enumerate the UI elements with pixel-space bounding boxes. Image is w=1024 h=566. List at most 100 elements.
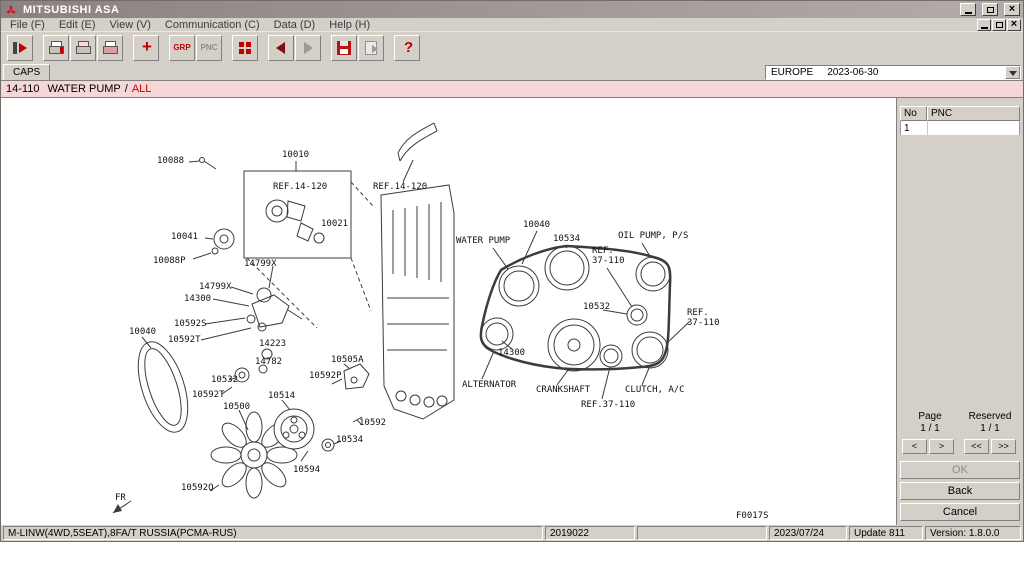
window-title: MITSUBISHI ASA (23, 4, 954, 16)
close-icon[interactable] (1004, 3, 1020, 16)
add-icon (138, 40, 154, 56)
part-label[interactable]: 10041 (171, 232, 198, 242)
part-label[interactable]: 10021 (321, 219, 348, 229)
cancel-button[interactable]: Cancel (900, 503, 1020, 521)
part-label[interactable]: 14300 (498, 348, 525, 358)
mdi-minimize-icon[interactable] (977, 19, 991, 31)
page-label: Page (900, 411, 960, 423)
row-no: 1 (901, 121, 928, 135)
part-label[interactable]: 10532 (583, 302, 610, 312)
part-label[interactable]: 10592S (174, 319, 207, 329)
tab-row: CAPS EUROPE 2023-06-30 (1, 63, 1023, 80)
part-label[interactable]: REF.14-120 (273, 182, 327, 192)
save-icon (337, 41, 351, 55)
part-label[interactable]: 14799X (199, 282, 232, 292)
restore-icon[interactable] (982, 3, 998, 16)
print-list-button[interactable] (97, 35, 123, 61)
part-label[interactable]: 14223 (259, 339, 286, 349)
part-label[interactable]: 10505A (331, 355, 364, 365)
menu-view[interactable]: View (V) (103, 18, 158, 32)
tab-caps[interactable]: CAPS (3, 64, 50, 80)
breadcrumb-separator: / (125, 83, 128, 95)
scope-link[interactable]: ALL (132, 83, 152, 95)
mdi-close-icon[interactable] (1007, 19, 1021, 31)
part-label[interactable]: OIL PUMP, P/S (618, 231, 688, 241)
chevron-down-icon[interactable] (1005, 66, 1020, 79)
breadcrumb: 14-110 WATER PUMP / ALL (1, 80, 1023, 97)
part-label[interactable]: 10088P (153, 256, 186, 266)
part-label[interactable]: FR (115, 493, 126, 503)
minimize-icon[interactable] (960, 3, 976, 16)
status-update: Update 811 (849, 526, 923, 540)
part-label[interactable]: 10010 (282, 150, 309, 160)
part-label[interactable]: 10592 (359, 418, 386, 428)
part-label[interactable]: CLUTCH, A/C (625, 385, 685, 395)
part-label[interactable]: 10532 (211, 375, 238, 385)
part-label[interactable]: 10534 (336, 435, 363, 445)
part-label[interactable]: 10592P (309, 371, 342, 381)
save-button[interactable] (331, 35, 357, 61)
part-label[interactable]: 14782 (255, 357, 282, 367)
menu-edit[interactable]: Edit (E) (52, 18, 103, 32)
status-version: Version: 1.8.0.0 (925, 526, 1021, 540)
page-value: 1 / 1 (900, 423, 960, 435)
part-label[interactable]: 10040 (523, 220, 550, 230)
print-button[interactable] (43, 35, 69, 61)
add-button[interactable] (133, 35, 159, 61)
part-label[interactable]: WATER PUMP (456, 236, 510, 246)
part-label[interactable]: 14799X (244, 259, 277, 269)
exit-icon (12, 41, 28, 55)
grp-button[interactable]: GRP (169, 35, 195, 61)
pnc-label: PNC (201, 43, 218, 52)
reserved-last-button[interactable]: >> (991, 439, 1016, 454)
section-name: WATER PUMP (47, 83, 120, 95)
part-label[interactable]: 10594 (293, 465, 320, 475)
menu-help[interactable]: Help (H) (322, 18, 377, 32)
help-button[interactable] (394, 35, 420, 61)
part-label[interactable]: REF.37-110 (581, 400, 635, 410)
arrow-left-icon (273, 41, 289, 55)
back-button[interactable]: Back (900, 482, 1020, 500)
part-label[interactable]: REF.14-120 (373, 182, 427, 192)
part-label[interactable]: 10592T (192, 390, 225, 400)
part-label[interactable]: 10534 (553, 234, 580, 244)
pnc-button: PNC (196, 35, 222, 61)
ok-button: OK (900, 461, 1020, 479)
printer-icon (48, 40, 64, 55)
reserved-label: Reserved (960, 411, 1020, 423)
region-date: 2023-06-30 (827, 67, 878, 78)
back-nav-button[interactable] (268, 35, 294, 61)
part-label[interactable]: REF. 37-110 (687, 308, 720, 328)
mdi-controls (976, 19, 1023, 31)
status-date: 2023/07/24 (769, 526, 847, 540)
column-header-pnc: PNC (927, 106, 1020, 121)
part-label[interactable]: 10514 (268, 391, 295, 401)
page-next-button[interactable]: > (929, 439, 954, 454)
page-prev-button[interactable]: < (902, 439, 927, 454)
part-label[interactable]: CRANKSHAFT (536, 385, 590, 395)
right-panel: No PNC 1 Page 1 / 1 Reserved 1 / 1 (896, 98, 1023, 525)
mdi-restore-icon[interactable] (992, 19, 1006, 31)
menu-file[interactable]: File (F) (3, 18, 52, 32)
grid-button[interactable] (232, 35, 258, 61)
print-preview-button[interactable] (70, 35, 96, 61)
part-label[interactable]: ALTERNATOR (462, 380, 516, 390)
part-label[interactable]: REF. 37-110 (592, 246, 625, 266)
reserved-info: Reserved 1 / 1 (960, 411, 1020, 435)
menu-data[interactable]: Data (D) (267, 18, 323, 32)
menu-communication[interactable]: Communication (C) (158, 18, 267, 32)
part-label[interactable]: 14300 (184, 294, 211, 304)
part-label[interactable]: 10500 (223, 402, 250, 412)
status-model: M-LINW(4WD,5SEAT),8FA/T RUSSIA(PCMA-RUS) (3, 526, 543, 540)
part-label[interactable]: 10592T (168, 335, 201, 345)
part-label[interactable]: 10088 (157, 156, 184, 166)
part-label[interactable]: 10040 (129, 327, 156, 337)
table-row[interactable]: 1 (900, 121, 1020, 135)
part-label[interactable]: 10592Q (181, 483, 214, 493)
region-dropdown[interactable]: EUROPE 2023-06-30 (765, 65, 1021, 80)
reserved-first-button[interactable]: << (964, 439, 989, 454)
grid-icon (237, 40, 253, 56)
exit-button[interactable] (7, 35, 33, 61)
title-bar: MITSUBISHI ASA (1, 1, 1023, 18)
status-code: 2019022 (545, 526, 635, 540)
